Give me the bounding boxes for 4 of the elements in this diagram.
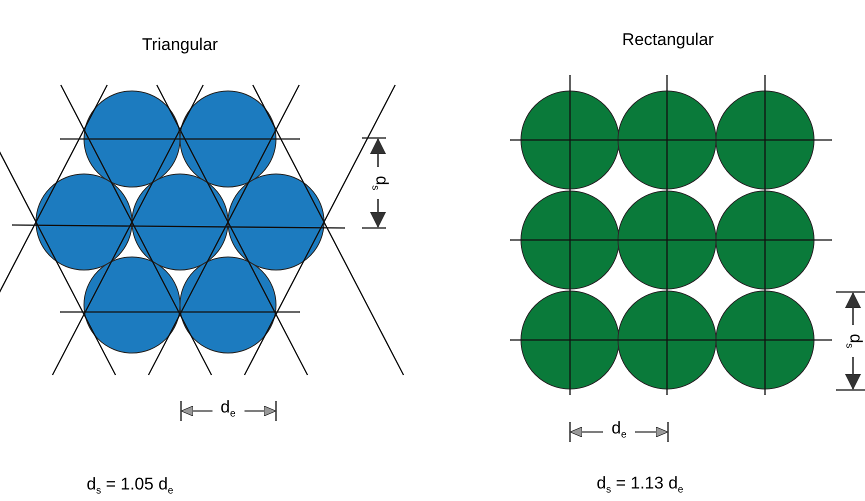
spacing-formula: d$_{s}$ = 1.05 d$_{e}$	[86, 474, 174, 499]
pattern-title: Rectangular	[622, 30, 714, 50]
pattern-title: Triangular	[142, 35, 218, 55]
spacing-formula: d$_{s}$ = 1.13 d$_{e}$	[596, 473, 684, 498]
